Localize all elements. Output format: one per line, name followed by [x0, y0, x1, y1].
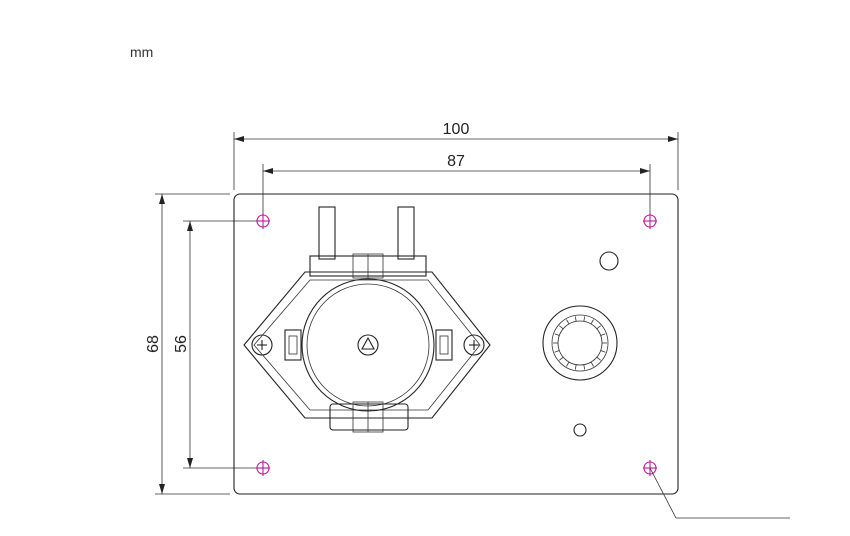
tube-left [318, 206, 336, 260]
unit-label: mm [130, 44, 153, 60]
pump-head [243, 206, 491, 433]
pump-flange [243, 271, 491, 419]
rotor-housing [301, 278, 435, 412]
coupling-tooth [566, 361, 570, 367]
coupling-tooth [583, 364, 586, 370]
coupling-tooth [574, 364, 577, 370]
coupling-tooth [583, 316, 586, 322]
coupling-tooth [590, 361, 594, 367]
mounting-hole-top-right [643, 213, 657, 229]
dimension-plate-width: 100 [233, 121, 679, 190]
hole-spacing-horizontal-label: 87 [447, 153, 465, 170]
indicator-hole-bottom [573, 423, 587, 437]
side-clip-left [284, 329, 302, 361]
coupling-tooth [596, 356, 601, 361]
flange-screw-left [251, 334, 273, 356]
dimension-hole-spacing-horizontal: 87 [262, 153, 651, 214]
hole-spacing-vertical-label: 56 [173, 335, 190, 353]
coupling-tooth [566, 319, 570, 325]
side-clip-right [435, 329, 453, 361]
coupling-tooth [554, 350, 560, 353]
tube-right [397, 206, 415, 260]
indicator-hole-top [599, 251, 619, 271]
dimension-plate-height: 68 [145, 193, 230, 495]
coupling-tooth [596, 325, 601, 330]
dimension-hole-spacing-vertical: 56 [173, 220, 258, 469]
shaft-coupling [542, 305, 618, 381]
coupling-tooth [574, 316, 577, 322]
coupling-tooth [600, 350, 606, 353]
coupling-tooth [559, 325, 564, 330]
leader-line [649, 467, 790, 519]
plate-height-label: 68 [145, 335, 162, 353]
flange-screw-right [463, 334, 485, 356]
mounting-hole-top-left [256, 213, 270, 229]
mounting-plate [233, 193, 679, 495]
rotor-shaft [361, 336, 375, 350]
coupling-tooth [600, 333, 606, 336]
coupling-tooth [559, 356, 564, 361]
rotor-hub [357, 334, 379, 356]
coupling-tooth [554, 333, 560, 336]
mounting-hole-bottom-left [256, 460, 270, 476]
plate-width-label: 100 [443, 121, 470, 138]
coupling-tooth [590, 319, 594, 325]
bottom-bracket [329, 403, 409, 431]
